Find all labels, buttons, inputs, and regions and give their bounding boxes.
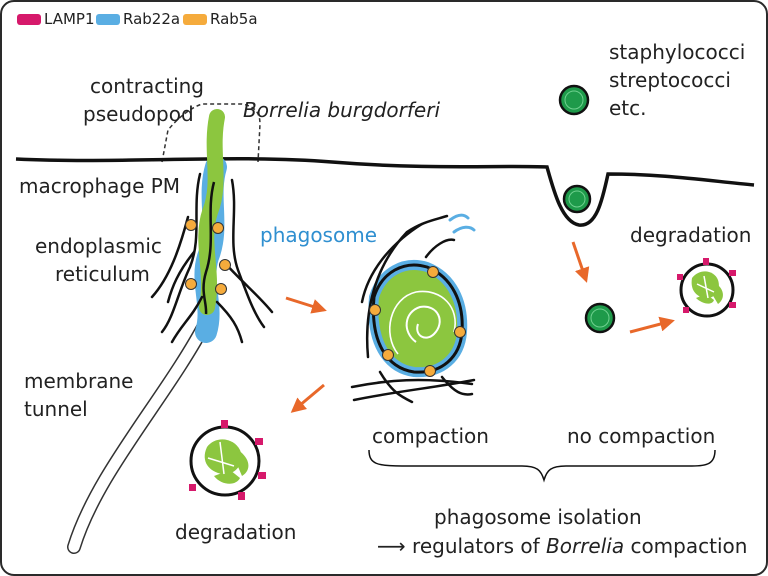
regulators-borrelia: Borrelia	[546, 534, 625, 558]
flow-arrows	[285, 241, 675, 413]
label-etc: etc.	[609, 96, 647, 120]
right-arrow-icon: ⟶	[377, 534, 406, 558]
legend-label-lamp1: LAMP1	[44, 10, 95, 28]
label-macrophage-pm: macrophage PM	[19, 174, 181, 198]
legend-swatch-rab5a	[183, 14, 207, 25]
label-pseudopod: pseudopod	[83, 102, 194, 126]
label-tunnel: tunnel	[24, 397, 88, 421]
label-degradation-left: degradation	[175, 520, 297, 544]
label-regulators-line: ⟶ regulators of Borrelia compaction	[377, 534, 747, 558]
cocci-free	[558, 84, 616, 334]
legend-swatch-rab22a	[96, 14, 120, 25]
label-endoplasmic: endoplasmic	[35, 234, 162, 258]
legend-label-rab5a: Rab5a	[210, 10, 258, 28]
regulators-prefix: regulators of	[412, 534, 547, 558]
label-membrane: membrane	[24, 369, 134, 393]
contracting-pseudopod-outline	[161, 103, 261, 163]
compacted-phagosome	[350, 213, 476, 404]
label-no-compaction: no compaction	[567, 424, 716, 448]
label-degradation-right: degradation	[630, 223, 752, 247]
legend-swatch-lamp1	[17, 14, 41, 25]
membrane-tunnel	[67, 313, 214, 554]
grouping-brace	[368, 449, 716, 483]
label-staphylococci: staphylococci	[609, 40, 746, 64]
degradation-vesicle-left	[189, 420, 266, 500]
label-reticulum: reticulum	[55, 262, 150, 286]
legend-label-rab22a: Rab22a	[123, 10, 181, 28]
label-phagosome: phagosome	[260, 223, 378, 247]
label-streptococci: streptococci	[609, 68, 731, 92]
rab5a-dots-left	[185, 219, 231, 295]
degradation-vesicle-right	[677, 258, 736, 318]
regulators-suffix: compaction	[624, 534, 748, 558]
label-compaction: compaction	[372, 424, 489, 448]
label-contracting: contracting	[90, 74, 204, 98]
label-borrelia: Borrelia burgdorferi	[243, 98, 441, 122]
label-phagosome-isolation: phagosome isolation	[434, 505, 642, 529]
